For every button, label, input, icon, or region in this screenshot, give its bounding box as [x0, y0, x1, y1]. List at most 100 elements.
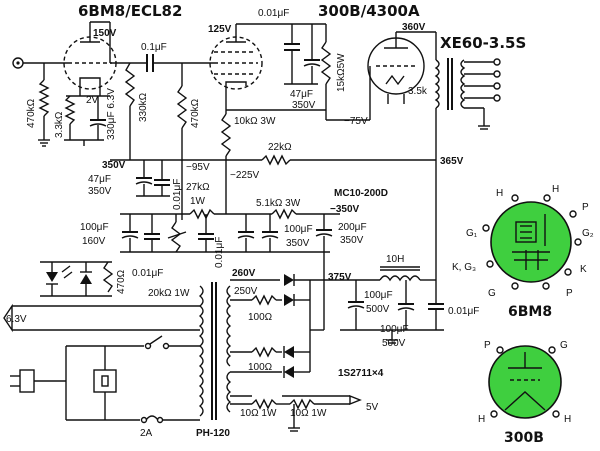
power-switch [144, 335, 170, 350]
plate-load-resistor [124, 62, 136, 107]
ecl82-pin-p: P [582, 202, 589, 213]
heater-arrow [3, 303, 13, 333]
rectifier-diode-led [80, 262, 92, 296]
hv-cap-100-a [347, 280, 365, 330]
hv-cap-100-b [397, 280, 415, 330]
bias-cap-160-voltage: 160V [82, 236, 106, 247]
output-bias-voltage: −75V [344, 116, 368, 127]
cathode-resistor-label: 3.3kΩ [54, 111, 65, 138]
ecl82-pin-g2: G₂ [582, 228, 594, 239]
coupling-capacitor-label: 0.1μF [141, 42, 167, 53]
hv-secondary-voltage: 260V [232, 268, 256, 279]
ac-plug [10, 369, 35, 393]
ecl82-pin-p2: P [566, 288, 573, 299]
hv-cap-a-voltage: 500V [366, 304, 390, 315]
grid-leak-resistor [176, 85, 188, 129]
hv-diode-1 [284, 274, 295, 286]
ecl82-pin-k: K [580, 264, 587, 275]
output-transformer-symbol [434, 58, 466, 110]
led-resistor [102, 261, 114, 293]
rail-voltage-350: 350V [102, 160, 126, 171]
power-transformer-model: PH-120 [196, 428, 230, 439]
heater-resistor-1-label: 10Ω 1W [240, 408, 277, 419]
led-resistor-label: 470Ω [116, 269, 127, 294]
bias-cap-350-voltage: 350V [286, 238, 310, 249]
heater-resistor-2 [289, 398, 315, 410]
ecl82-socket-name: 6BM8 [508, 304, 552, 320]
bias-resistor-100-b [251, 346, 277, 358]
cathode-resistor [64, 95, 76, 125]
primary-impedance: 3.5k [408, 86, 428, 97]
output-grid-resistor [320, 41, 332, 85]
bias-diode-1 [283, 346, 294, 358]
output-transformer-title: XE60-3.5S [440, 34, 526, 52]
ecl82-pin-h1: H [496, 188, 503, 199]
hv-filter-voltage: 375V [328, 272, 352, 283]
bias-cap-100-350-label: 100μF [284, 224, 313, 235]
input-resistor-label: 470kΩ [26, 98, 37, 128]
screen-bypass-label: 47μF [290, 89, 313, 100]
bias-cap-100-350-a [237, 214, 255, 252]
speaker-taps [464, 58, 501, 102]
bias-resistor-51k [271, 208, 297, 220]
power-transformer-symbol [198, 282, 232, 420]
ecl82-pin-h2: H [552, 184, 559, 195]
plate-load-label: 330kΩ [138, 92, 149, 122]
ecl82-pins [482, 194, 582, 290]
pentode-cathode-resistor [220, 113, 232, 157]
pot-cap-label: 0.01μF [132, 268, 163, 279]
bias-cap-200-voltage: 350V [340, 235, 364, 246]
bias-resistor-100-a-label: 100Ω [248, 312, 273, 323]
supply-dropping-resistor [261, 154, 291, 166]
hv-cap-001-label: 0.01μF [448, 306, 479, 317]
fuse [140, 415, 164, 424]
ecl82-pin-g: G [488, 288, 496, 299]
bias-resistor-27k [189, 208, 215, 220]
cathode-voltage: 2V [86, 95, 99, 106]
fuse-rating: 2A [140, 428, 153, 439]
filter-cap-47-label: 47μF [88, 174, 111, 185]
filter-capacitor-47uf [135, 160, 153, 196]
bias-supply-voltage: −350V [330, 204, 360, 215]
heater-resistor-2-label: 10Ω 1W [290, 408, 327, 419]
bias-resistor-27k-label: 27kΩ [186, 182, 210, 193]
hv-diode-2 [284, 294, 295, 306]
t300b-pin-g: G [560, 340, 568, 351]
bias-cap-100-350-b [261, 214, 279, 252]
screen-bypass-capacitor [303, 59, 321, 67]
noise-filter [93, 369, 117, 393]
t300b-socket-name: 300B [504, 430, 544, 446]
bias-cap-200-label: 200μF [338, 222, 367, 233]
bias-secondary-voltage: 250V [234, 286, 258, 297]
b-plus-voltage: 365V [440, 156, 464, 167]
bias-cap-001-a [144, 214, 160, 252]
output-plate-voltage: 360V [402, 22, 426, 33]
feedback-capacitor-label: 0.01μF [258, 8, 289, 19]
hv-cap-001 [428, 280, 444, 330]
ground-symbol [38, 139, 50, 147]
bias-voltage-225: −225V [230, 170, 260, 181]
t300b-pin-h1: H [478, 414, 485, 425]
grid-leak-label: 470kΩ [190, 98, 201, 128]
ecl82-pin-kg3: K, G₃ [452, 262, 476, 273]
bias-cap-100-160 [121, 214, 139, 252]
bias-pot-label: 20kΩ 1W [148, 288, 190, 299]
t300b-socket [488, 345, 562, 419]
filter-choke [379, 266, 421, 282]
pilot-led [46, 262, 73, 296]
filament-voltage: 5V [366, 402, 379, 413]
input-jack [12, 57, 24, 69]
t300b-pin-h2: H [564, 414, 571, 425]
coupling-capacitor [146, 54, 154, 72]
output-tube-title: 300B/4300A [318, 2, 420, 20]
ecl82-socket [490, 201, 572, 283]
output-grid-resistor-label: 15kΩ5W [336, 53, 347, 92]
t300b-pin-p: P [484, 340, 491, 351]
diode-type: 1S2711×4 [338, 368, 384, 379]
pentode-plate-voltage: 125V [208, 24, 232, 35]
ecl82-pin-g1: G₁ [466, 228, 478, 239]
t300b-pins [490, 346, 560, 418]
triode-plate-voltage: 150V [93, 28, 117, 39]
bias-resistor-27k-watt: 1W [190, 196, 206, 207]
